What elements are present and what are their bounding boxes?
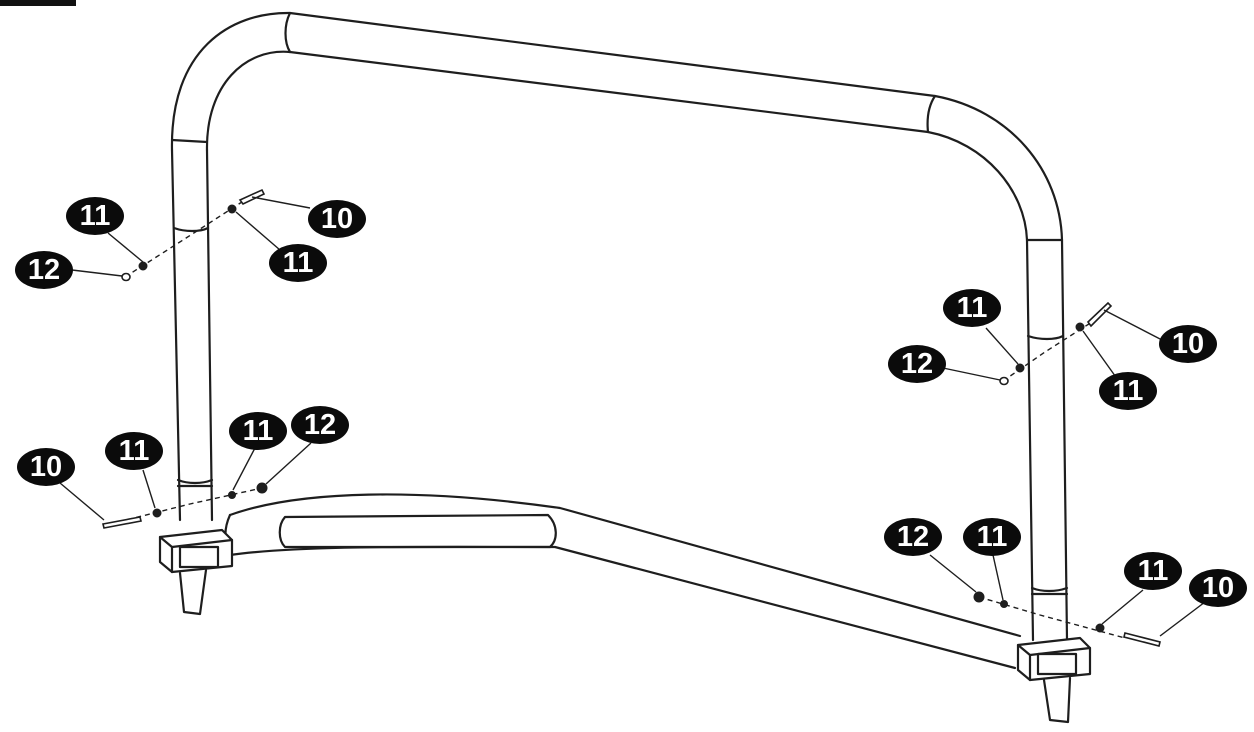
callout-11-upper-right-outer: 11: [943, 289, 1001, 327]
svg-text:12: 12: [304, 409, 336, 441]
callout-11-lower-left-outer: 11: [105, 432, 163, 470]
svg-text:10: 10: [30, 451, 62, 483]
svg-text:11: 11: [957, 292, 988, 324]
callout-10-lower-left: 10: [17, 448, 75, 486]
corner-tab: [0, 0, 76, 6]
hardware: [102, 188, 1161, 647]
svg-text:11: 11: [977, 521, 1008, 553]
callout-12-upper-right: 12: [888, 345, 946, 383]
callout-11-upper-left-inner: 11: [269, 244, 327, 282]
callout-11-upper-left-outer: 11: [66, 197, 124, 235]
bolt-upper-right: [1086, 301, 1113, 328]
svg-text:10: 10: [321, 203, 353, 235]
leader-lines: [59, 196, 1206, 637]
svg-text:11: 11: [119, 435, 150, 467]
svg-text:11: 11: [1113, 375, 1144, 407]
right-upright: [1025, 238, 1069, 642]
right-foot-bracket: [1016, 636, 1092, 724]
svg-text:11: 11: [1138, 555, 1169, 587]
callout-10-lower-right: 10: [1189, 569, 1247, 607]
bolt-lower-left: [102, 516, 142, 529]
svg-text:11: 11: [243, 415, 274, 447]
svg-text:11: 11: [80, 200, 111, 232]
left-foot-bracket: [158, 528, 234, 616]
callout-11-upper-right-inner: 11: [1099, 372, 1157, 410]
bolt-lower-right: [1123, 632, 1161, 647]
goal-frame: [158, 11, 1092, 724]
svg-text:12: 12: [897, 521, 929, 553]
callout-12-lower-right: 12: [884, 518, 942, 556]
callout-11-lower-left-inner: 11: [229, 412, 287, 450]
callout-12-lower-left: 12: [291, 406, 349, 444]
callout-10-upper-right: 10: [1159, 325, 1217, 363]
svg-text:10: 10: [1172, 328, 1204, 360]
callout-badges: 11 12 10 11 10 11 11 12: [15, 197, 1247, 607]
callout-10-upper-left: 10: [308, 200, 366, 238]
svg-text:12: 12: [28, 254, 60, 286]
left-upright: [170, 148, 214, 522]
svg-text:11: 11: [283, 247, 314, 279]
callout-11-lower-right-inner: 11: [963, 518, 1021, 556]
svg-text:10: 10: [1202, 572, 1234, 604]
svg-text:12: 12: [901, 348, 933, 380]
top-crossbar: [170, 11, 1064, 242]
callout-11-lower-right-outer: 11: [1124, 552, 1182, 590]
callout-12-upper-left: 12: [15, 251, 73, 289]
